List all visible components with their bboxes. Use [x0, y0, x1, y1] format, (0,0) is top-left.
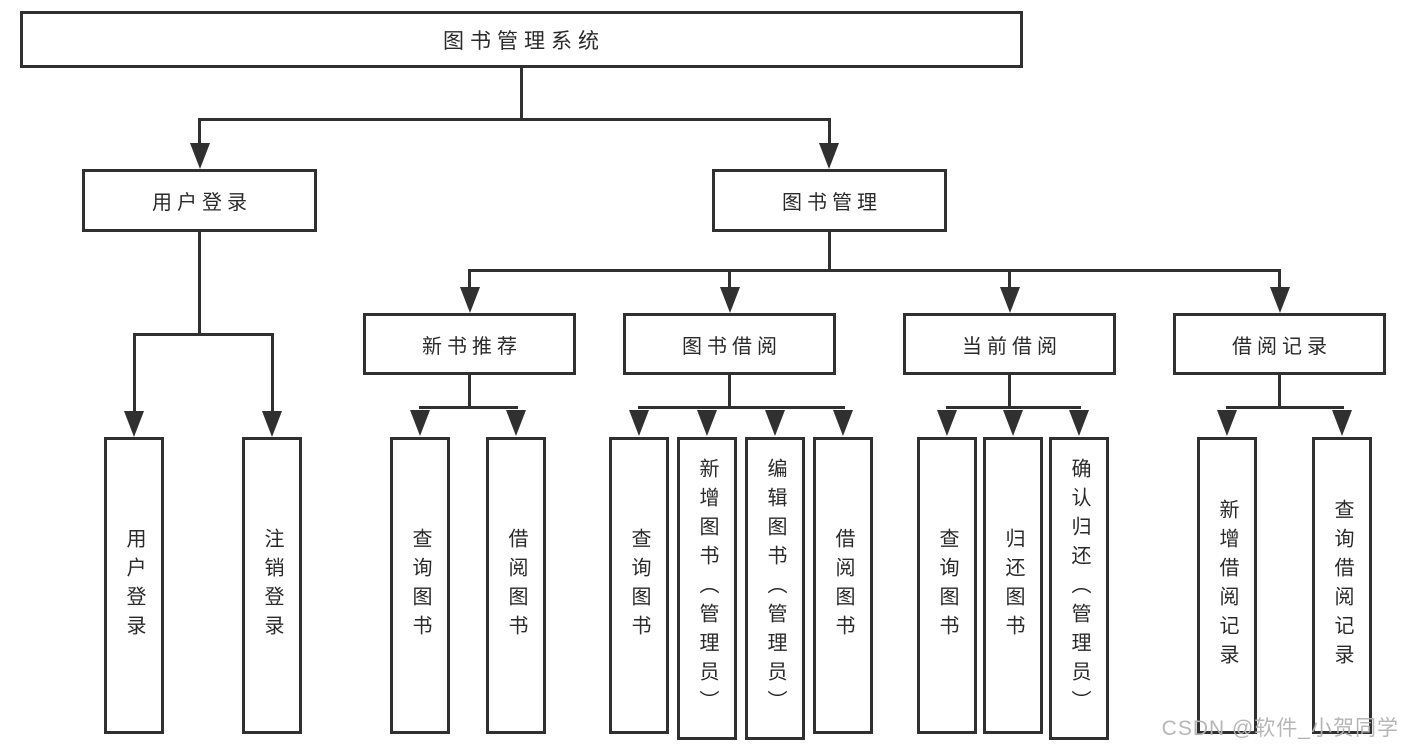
leaf-label: 新增图书（管理员） — [696, 458, 718, 719]
node-user-login: 用户登录 — [82, 169, 317, 232]
leaf-label: 新增借阅记录 — [1216, 498, 1238, 673]
connector-root-drop — [520, 68, 523, 120]
arrowhead-leaf — [833, 410, 853, 436]
connector-book-mgmt-drop — [828, 232, 831, 272]
leaf-current-confirm-admin: 确认归还（管理员） — [1049, 437, 1109, 740]
leaf-label: 查询借阅记录 — [1331, 498, 1353, 673]
connector-new-books-drop — [468, 375, 471, 409]
connector-records-shaft — [1278, 269, 1281, 291]
arrowhead-leaf — [1003, 410, 1023, 436]
leaf-current-query: 查询图书 — [917, 437, 977, 734]
connector-level3-rail — [468, 269, 1281, 272]
connector-current-shaft — [1008, 269, 1011, 291]
connector-user-login-drop — [198, 232, 201, 336]
watermark: CSDN @软件_小贺同学 — [1161, 717, 1399, 740]
leaf-label: 编辑图书（管理员） — [764, 458, 786, 719]
leaf-label: 注销登录 — [261, 527, 283, 644]
leaf-label: 确认归还（管理员） — [1068, 458, 1090, 719]
leaf-records-query: 查询借阅记录 — [1312, 437, 1372, 734]
leaf-borrowing-add-admin: 新增图书（管理员） — [677, 437, 737, 740]
arrowhead-records — [1270, 287, 1290, 313]
connector-current-rail — [946, 406, 1081, 409]
connector-user-login-shaft — [198, 118, 201, 146]
connector-borrowing-rail — [638, 406, 845, 409]
node-current-label: 当前借阅 — [962, 335, 1062, 358]
arrowhead-user-login — [190, 143, 210, 169]
connector-user-login-rail — [133, 333, 274, 336]
node-user-login-label: 用户登录 — [152, 192, 252, 214]
connector-leaf-shaft — [271, 333, 274, 413]
leaf-user-login: 用户登录 — [104, 437, 164, 734]
leaf-label: 查询图书 — [409, 527, 431, 644]
arrowhead-leaf — [1332, 410, 1352, 436]
connector-level2-rail — [198, 118, 831, 121]
leaf-label: 查询图书 — [628, 527, 650, 644]
arrowhead-borrowing — [720, 287, 740, 313]
leaf-newbooks-borrow: 借阅图书 — [486, 437, 546, 734]
arrowhead-leaf — [506, 410, 526, 436]
leaf-label: 归还图书 — [1002, 527, 1024, 644]
node-records-label: 借阅记录 — [1232, 335, 1332, 358]
connector-records-drop — [1278, 375, 1281, 409]
arrowhead-leaf — [1217, 410, 1237, 436]
node-new-books: 新书推荐 — [363, 313, 576, 375]
leaf-borrowing-edit-admin: 编辑图书（管理员） — [745, 437, 805, 740]
leaf-label: 查询图书 — [936, 527, 958, 644]
connector-records-rail — [1226, 406, 1344, 409]
arrowhead-leaf — [937, 410, 957, 436]
arrowhead-book-mgmt — [819, 143, 839, 169]
connector-borrowing-drop — [728, 375, 731, 409]
arrowhead-new-books — [460, 287, 480, 313]
node-borrowing-label: 图书借阅 — [682, 335, 782, 358]
node-borrowing: 图书借阅 — [623, 313, 836, 375]
arrowhead-leaf — [629, 410, 649, 436]
connector-borrowing-shaft — [728, 269, 731, 291]
arrowhead-leaf — [765, 410, 785, 436]
node-book-mgmt-label: 图书管理 — [782, 192, 882, 214]
leaf-label: 借阅图书 — [832, 527, 854, 644]
leaf-current-return: 归还图书 — [983, 437, 1043, 734]
arrowhead-leaf — [1069, 410, 1089, 436]
connector-leaf-shaft — [133, 333, 136, 413]
arrowhead-leaf — [262, 411, 282, 437]
node-root-label: 图书管理系统 — [443, 29, 605, 53]
node-current: 当前借阅 — [903, 313, 1116, 375]
connector-new-books-rail — [419, 406, 518, 409]
node-root: 图书管理系统 — [20, 11, 1023, 68]
connector-new-books-shaft — [468, 269, 471, 291]
leaf-logout: 注销登录 — [242, 437, 302, 734]
connector-current-drop — [1008, 375, 1011, 409]
leaf-label: 借阅图书 — [505, 527, 527, 644]
leaf-records-add: 新增借阅记录 — [1197, 437, 1257, 734]
node-book-mgmt: 图书管理 — [712, 169, 947, 232]
leaf-borrowing-borrow: 借阅图书 — [813, 437, 873, 734]
arrowhead-leaf — [410, 410, 430, 436]
leaf-label: 用户登录 — [123, 527, 145, 644]
node-records: 借阅记录 — [1173, 313, 1386, 375]
leaf-borrowing-query: 查询图书 — [609, 437, 669, 734]
leaf-newbooks-query: 查询图书 — [390, 437, 450, 734]
node-new-books-label: 新书推荐 — [422, 335, 522, 358]
arrowhead-current — [1000, 287, 1020, 313]
arrowhead-leaf — [697, 410, 717, 436]
arrowhead-leaf — [124, 411, 144, 437]
connector-book-mgmt-shaft — [828, 118, 831, 146]
